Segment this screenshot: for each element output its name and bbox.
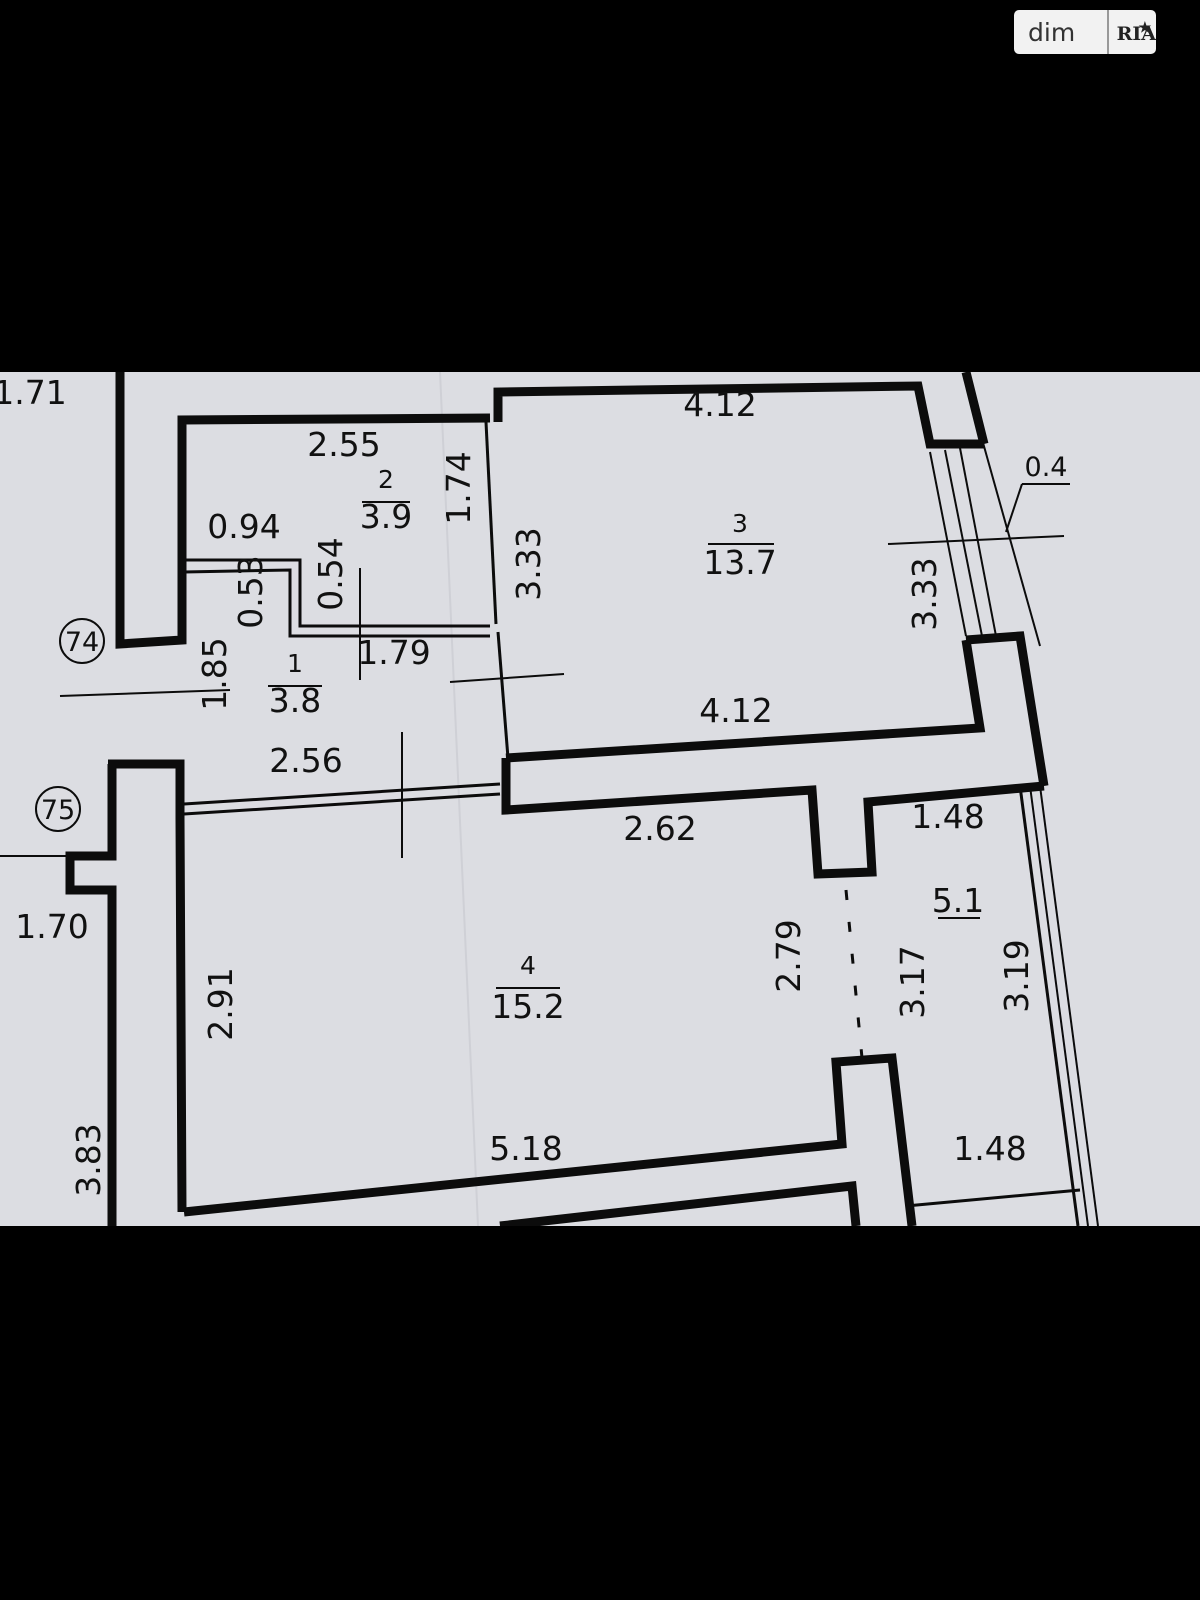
room-2-number: 2: [378, 465, 394, 494]
dim-2-56: 2.56: [269, 741, 342, 780]
dim-3-17: 3.17: [893, 945, 932, 1018]
wall-left-upper: [115, 372, 491, 649]
partition-1-4b: [183, 792, 501, 816]
dim-2-79: 2.79: [769, 919, 808, 992]
wall-room3-top: [493, 381, 984, 449]
dim-2-91: 2.91: [201, 967, 240, 1040]
dim-3-33-right: 3.33: [905, 557, 944, 630]
paper-sheet: [0, 372, 1200, 1226]
dim-0-4: 0.4: [1025, 452, 1068, 483]
wall-left-stub: [65, 764, 117, 1226]
paper-fold: [439, 372, 479, 1226]
dim-1-70: 1.70: [15, 907, 88, 946]
room-1-number: 1: [287, 649, 303, 678]
room-3-number: 3: [732, 509, 748, 538]
dim-3-19: 3.19: [997, 939, 1036, 1012]
dim-1-79: 1.79: [357, 633, 430, 672]
dim-ria-watermark: dim ★RIA: [1014, 10, 1156, 54]
dim-1-74: 1.74: [439, 451, 478, 524]
balcony-rail-1: [1018, 785, 1080, 1226]
partition-1-4: [183, 782, 501, 806]
room-2-area: 3.9: [360, 497, 412, 536]
star-icon: ★: [1138, 20, 1152, 36]
axis-label-75: 75: [41, 795, 75, 826]
balcony-rail-2: [1029, 785, 1089, 1226]
wall-room3-right: [965, 631, 1049, 787]
wall-room3-bottom: [505, 639, 986, 763]
dim-1-48-top: 1.48: [911, 797, 984, 836]
dim-0-94: 0.94: [207, 507, 280, 546]
dim-5-18: 5.18: [489, 1129, 562, 1168]
dim-3-33-left: 3.33: [509, 527, 548, 600]
section-line-1: [59, 689, 231, 697]
dim-1-85: 1.85: [195, 637, 234, 710]
dim-3-83: 3.83: [69, 1123, 108, 1196]
leader-0-4b: [1005, 483, 1023, 533]
partition-2-3: [484, 421, 498, 625]
window-line-3: [959, 447, 997, 637]
section-line-3: [887, 535, 1065, 545]
floor-plan: 74 75 1 3.8 2 3.9 3 13.7 4 15.2 5.1 1.71…: [0, 372, 1200, 1226]
window-line-2: [944, 449, 983, 637]
partition-1-3: [496, 631, 510, 759]
section-line-2: [449, 673, 565, 683]
room-5-area: 5.1: [932, 881, 984, 920]
room-4-area: 15.2: [491, 987, 564, 1026]
wall-bottom-neighbor: [499, 1181, 861, 1226]
window-line-1: [929, 451, 967, 637]
wall-left-lower: [108, 759, 187, 1213]
room-1-area: 3.8: [269, 681, 321, 720]
balcony-rail-3: [1039, 785, 1099, 1226]
dim-4-12-bottom: 4.12: [699, 691, 772, 730]
dim-0-53: 0.53: [231, 555, 270, 628]
wall-room4-top: [501, 758, 1045, 879]
axis-label-74: 74: [65, 627, 99, 658]
room-4-number: 4: [520, 951, 536, 980]
axis-bubble-75: [35, 786, 81, 832]
partition-room1: [183, 568, 490, 638]
partition-room2: [184, 558, 490, 628]
dim-0-54: 0.54: [311, 537, 350, 610]
axis-bubble-74: [59, 618, 105, 664]
watermark-ria-text: RIA: [1116, 23, 1156, 45]
dim-1-48-bottom: 1.48: [953, 1129, 1026, 1168]
dim-4-12-top: 4.12: [683, 385, 756, 424]
watermark-ria-logo: ★RIA: [1106, 10, 1156, 54]
dim-1-71: 1.71: [0, 373, 67, 412]
watermark-dim-text: dim: [1028, 17, 1076, 47]
dim-2-55: 2.55: [307, 425, 380, 464]
dim-2-62: 2.62: [623, 809, 696, 848]
partition-bottom-right: [905, 1188, 1081, 1208]
wall-room4-bottom: [183, 1053, 917, 1226]
room-3-area: 13.7: [703, 543, 776, 582]
